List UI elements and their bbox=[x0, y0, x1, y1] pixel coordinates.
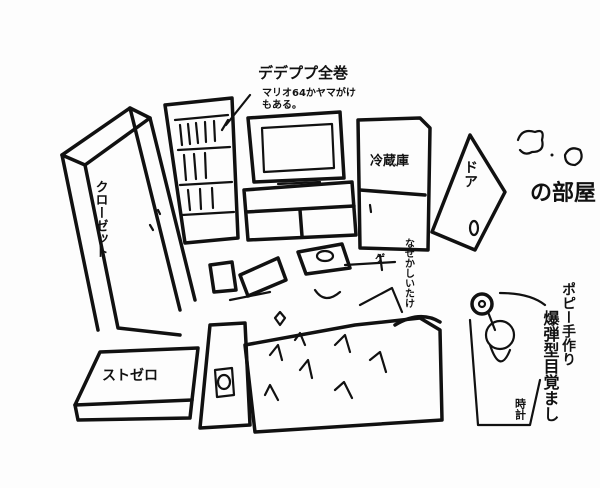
clock-label-3: 時計 bbox=[514, 397, 527, 421]
game-label: ゲ bbox=[375, 252, 385, 265]
closet-label: クローゼット bbox=[93, 180, 109, 258]
small-cabinet bbox=[198, 321, 252, 430]
bookshelf bbox=[163, 93, 252, 245]
floor-items bbox=[208, 242, 404, 327]
door bbox=[430, 133, 507, 252]
clock-label-2: 爆弾型目覚まし bbox=[541, 309, 560, 422]
clock-label-1: ポピー手作り bbox=[560, 282, 576, 366]
alarm-clock bbox=[468, 291, 547, 427]
stove-label: ストゼロ bbox=[102, 367, 158, 384]
stove bbox=[73, 346, 200, 422]
fridge bbox=[356, 116, 432, 252]
books-label: デデププ全巻 bbox=[258, 64, 348, 82]
fridge-label: 冷蔵庫 bbox=[370, 153, 409, 169]
face-doodle-icon bbox=[516, 129, 583, 167]
books-note-1: マリオ64かヤマがけ bbox=[262, 86, 356, 99]
bed bbox=[243, 315, 444, 434]
closet bbox=[60, 106, 197, 337]
game-note: なぜかしいたけ bbox=[403, 238, 415, 309]
television bbox=[242, 110, 358, 242]
room-title: の部屋 bbox=[530, 180, 596, 206]
door-label: ドア bbox=[462, 160, 478, 188]
books-note-2: もある。 bbox=[262, 98, 302, 111]
